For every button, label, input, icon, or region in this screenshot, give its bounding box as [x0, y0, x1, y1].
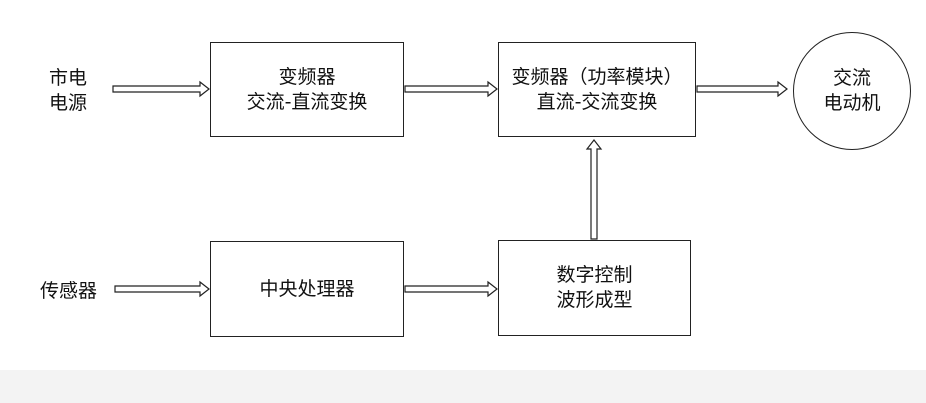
arrow-acdc-to-dcac	[404, 80, 498, 98]
arrow-cpu-to-digital	[404, 280, 498, 298]
digital-control-line-1: 数字控制	[556, 264, 633, 286]
arrow-dcac-to-motor	[696, 80, 788, 98]
arrow-sensor-to-cpu	[114, 280, 210, 298]
mains-power-line-2: 电源	[48, 92, 87, 114]
digital-control-line-2: 波形成型	[556, 289, 633, 311]
converter-dcac-box: 变频器（功率模块） 直流-交流变换	[498, 42, 696, 137]
arrows-layer	[112, 80, 788, 298]
digital-control-box: 数字控制 波形成型	[498, 240, 691, 336]
arrow-mains-to-acdc	[112, 80, 210, 98]
converter-dcac-line-1: 变频器（功率模块）	[511, 65, 683, 88]
ac-motor-line-2: 电动机	[823, 92, 881, 114]
cpu-text: 中央处理器	[259, 277, 355, 300]
footer-strip	[0, 370, 926, 403]
converter-acdc-box: 变频器 交流-直流变换	[210, 42, 404, 137]
block-diagram: 市电 电源 传感器 变频器 交流-直流变换 变频器（功率模块） 直流-交流变换 …	[0, 0, 926, 370]
arrow-digital-to-dcac	[585, 139, 603, 240]
sensor-label: 传感器	[40, 279, 97, 304]
mains-power-label: 市电 电源	[44, 66, 92, 116]
converter-dcac-line-2: 直流-交流变换	[536, 90, 658, 113]
ac-motor-ellipse: 交流 电动机	[793, 32, 911, 150]
converter-acdc-line-2: 交流-直流变换	[246, 90, 368, 113]
sensor-text: 传感器	[40, 280, 98, 302]
ac-motor-line-1: 交流	[832, 67, 871, 89]
mains-power-line-1: 市电	[48, 67, 87, 89]
converter-acdc-line-1: 变频器	[278, 65, 336, 88]
cpu-box: 中央处理器	[210, 241, 404, 337]
